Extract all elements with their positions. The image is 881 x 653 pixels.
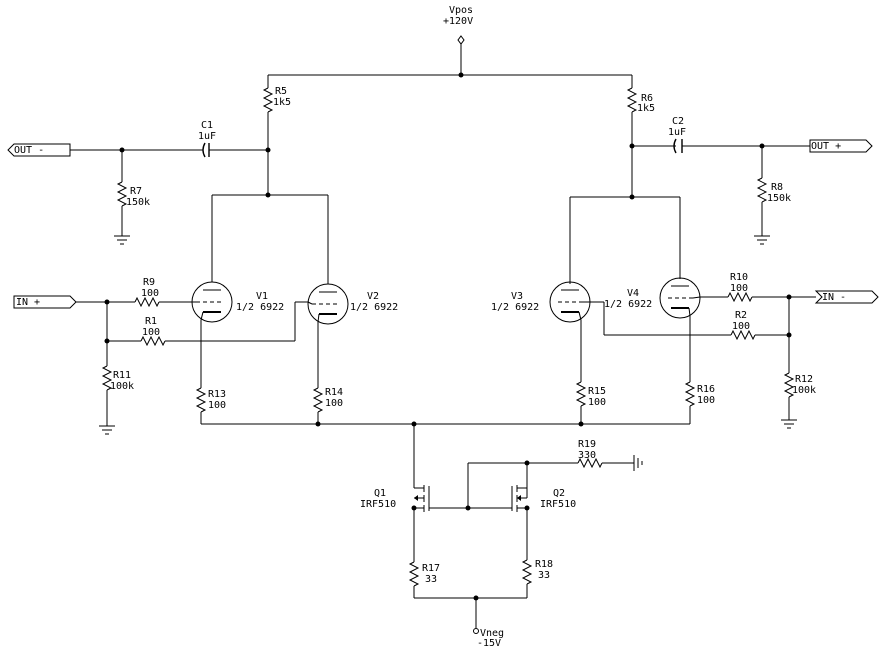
resistor-r5 [263,87,273,113]
resistor-r9 [134,297,160,307]
r11-ref: R11 [113,370,131,381]
r14-ref: R14 [325,387,343,398]
r18-value: 33 [538,570,550,581]
v2-ref: V2 [367,291,379,302]
resistor-r2 [730,330,756,340]
tube-v1: V1 1/2 6922 [190,281,284,388]
mosfet-q2 [511,485,527,512]
resistor-r8 [757,177,767,203]
r7-value: 150k [126,197,150,208]
r12-ref: R12 [795,374,813,385]
vpos-value: +120V [443,16,473,27]
ground-icon [98,425,116,435]
q1-type: IRF510 [360,499,396,510]
resistor-r1 [140,336,166,346]
vpos-name: Vpos [449,5,473,16]
r8-ref: R8 [771,182,783,193]
vpos-terminal-icon [457,35,465,45]
q2-ref: Q2 [553,488,565,499]
r16-ref: R16 [697,384,715,395]
out-minus-label: OUT - [14,145,44,156]
in-plus-port [13,295,77,309]
ground-icon [780,419,798,429]
ground-icon [753,235,771,245]
r17-ref: R17 [422,563,440,574]
vneg-terminal-icon [473,628,479,634]
tube-v2: V2 1/2 6922 [307,283,398,388]
r7-ref: R7 [130,186,142,197]
r16-value: 100 [697,395,715,406]
r9-ref: R9 [143,277,155,288]
vneg-value: -15V [477,638,501,649]
c1-ref: C1 [201,120,213,131]
vneg-name: Vneg [480,628,504,639]
c2-ref: C2 [672,116,684,127]
ground-icon [113,235,131,245]
v1-ref: V1 [256,291,268,302]
ground-icon [633,455,643,471]
left-input-network: IN + R9 100 R1 100 R11 100k [13,277,308,435]
r15-ref: R15 [588,386,606,397]
r13-value: 100 [208,400,226,411]
resistor-r6 [627,87,637,113]
v1-type: 1/2 6922 [236,302,284,313]
v2-type: 1/2 6922 [350,302,398,313]
r10-value: 100 [730,283,748,294]
out-plus-port [809,139,873,153]
r19-value: 330 [578,450,596,461]
r6-ref: R6 [641,93,653,104]
r6-value: 1k5 [637,103,655,114]
right-input-network: IN - R10 100 R2 100 R12 100k [592,272,879,429]
vpos-supply: Vpos +120V [268,5,632,78]
out-plus-label: OUT + [811,141,841,152]
r10-ref: R10 [730,272,748,283]
left-plate-network: R5 1k5 C1 1uF OUT - R7 150k [7,75,329,284]
r13-ref: R13 [208,389,226,400]
resistor-r15 [576,381,586,407]
capacitor-c2 [673,138,677,154]
r12-value: 100k [792,385,816,396]
r1-value: 100 [142,327,160,338]
resistor-r17 [409,561,419,587]
mosfet-q1 [414,485,468,512]
right-plate-network: R6 1k5 C2 1uF OUT + R8 150k [569,75,873,284]
tube-v4: V4 1/2 6922 [604,277,701,382]
v3-ref: V3 [511,291,523,302]
r2-value: 100 [732,321,750,332]
r1-ref: R1 [145,316,157,327]
v4-ref: V4 [627,288,639,299]
resistor-r7 [117,181,127,207]
resistor-r14 [313,387,323,413]
v3-type: 1/2 6922 [491,302,539,313]
r8-value: 150k [767,193,791,204]
r14-value: 100 [325,398,343,409]
in-minus-port [814,290,879,304]
r11-value: 100k [110,381,134,392]
resistor-r13 [196,387,206,413]
in-minus-label: IN - [822,292,846,303]
in-plus-label: IN + [16,297,40,308]
resistor-r18 [522,559,532,585]
out-minus-port [7,143,71,157]
c1-value: 1uF [198,131,216,142]
r5-ref: R5 [275,86,287,97]
r17-value: 33 [425,574,437,585]
q1-ref: Q1 [374,488,386,499]
r19-ref: R19 [578,439,596,450]
r18-ref: R18 [535,559,553,570]
current-source: Q1 IRF510 R17 33 Q2 IRF510 R18 33 [360,424,643,649]
q2-type: IRF510 [540,499,576,510]
cathode-network: R13 100 R14 100 R15 100 R16 100 [196,381,715,427]
r9-value: 100 [141,288,159,299]
resistor-r10 [727,292,753,302]
resistor-r16 [685,381,695,407]
r5-value: 1k5 [273,97,291,108]
c2-value: 1uF [668,127,686,138]
v4-type: 1/2 6922 [604,299,652,310]
tube-v3: V3 1/2 6922 [491,281,592,382]
r2-ref: R2 [735,310,747,321]
r15-value: 100 [588,397,606,408]
